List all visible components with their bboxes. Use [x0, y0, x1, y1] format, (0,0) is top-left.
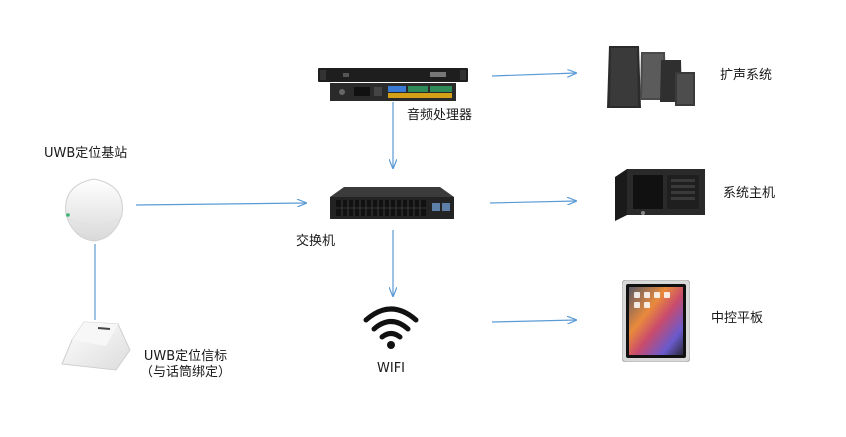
uwb-base-station-label: UWB定位基站: [44, 146, 128, 161]
ceiling-access-point-icon: [65, 178, 123, 242]
tablet-label: 中控平板: [711, 311, 764, 326]
speaker-set-icon: [607, 46, 695, 108]
audio-processor-label: 音频处理器: [407, 108, 473, 123]
network-switch-icon: [330, 187, 454, 219]
arrow-switch-to-host: [489, 201, 576, 203]
uwb-tag-icon: [61, 321, 131, 371]
uwb-tag-label: UWB定位信标 （与话筒绑定）: [140, 349, 231, 381]
arrow-wifi-to-tablet: [491, 320, 576, 322]
uwb-tag-label-line1: UWB定位信标: [143, 349, 228, 364]
rack-server-icon: [615, 169, 705, 221]
uwb-tag-label-line2: （与话筒绑定）: [140, 365, 232, 380]
pa-system-label: 扩声系统: [720, 68, 773, 83]
wifi-icon: [363, 306, 419, 349]
arrow-base-to-switch: [135, 203, 306, 205]
system-host-label: 系统主机: [723, 186, 776, 201]
audio-processor-icon: [318, 68, 468, 101]
tablet-icon: [622, 280, 690, 362]
switch-label: 交换机: [296, 234, 336, 249]
arrow-processor-to-pa: [491, 73, 576, 76]
wifi-label: WIFI: [377, 361, 405, 376]
